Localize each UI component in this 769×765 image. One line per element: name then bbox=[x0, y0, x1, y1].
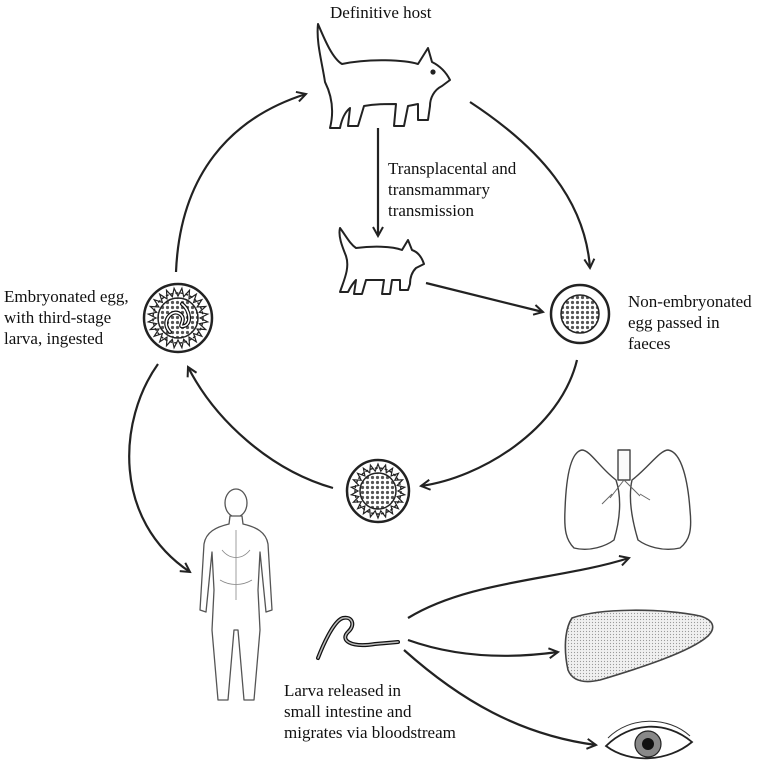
label-non-embryonated-line-3: faeces bbox=[628, 334, 671, 353]
arrow-larva-to-eye bbox=[403, 649, 596, 745]
larva-icon bbox=[316, 615, 400, 660]
label-larva: Larva released in small intestine and mi… bbox=[284, 680, 456, 743]
arrow-puppy-to-egg bbox=[425, 281, 543, 312]
arrow-embryonated-to-host bbox=[174, 94, 306, 273]
label-definitive-host: Definitive host bbox=[330, 3, 432, 22]
arrow-faeces-to-developing bbox=[421, 359, 579, 486]
label-transmission-line-3: transmission bbox=[388, 201, 474, 220]
human-figure-icon bbox=[199, 488, 273, 701]
label-non-embryonated-line-2: egg passed in bbox=[628, 313, 720, 332]
label-larva-line-2: small intestine and bbox=[284, 702, 412, 721]
arrow-larva-to-liver bbox=[407, 638, 558, 656]
label-transmission: Transplacental and transmammary transmis… bbox=[388, 158, 516, 221]
label-embryonated-line-3: larva, ingested bbox=[4, 329, 104, 348]
embryonated-egg-icon bbox=[142, 282, 214, 354]
label-embryonated-line-1: Embryonated egg, bbox=[4, 287, 129, 306]
label-transmission-line-1: Transplacental and bbox=[388, 159, 517, 178]
developing-egg-shell-spikes bbox=[349, 462, 407, 520]
arrow-developing-to-embryonated bbox=[188, 367, 334, 490]
label-larva-line-1: Larva released in bbox=[284, 681, 402, 700]
puppy-icon bbox=[338, 227, 425, 295]
developing-egg-shell-spikes-path bbox=[349, 462, 407, 520]
embryonated-egg-shell-spikes bbox=[146, 286, 210, 350]
adult-dog-icon bbox=[316, 23, 451, 129]
liver-icon bbox=[564, 609, 714, 683]
label-non-embryonated-line-1: Non-embryonated bbox=[628, 292, 752, 311]
arrow-egg-to-human bbox=[128, 363, 190, 572]
label-transmission-line-2: transmammary bbox=[388, 180, 490, 199]
label-embryonated-line-2: with third-stage bbox=[4, 308, 112, 327]
label-embryonated: Embryonated egg, with third-stage larva,… bbox=[4, 286, 129, 349]
developing-egg-icon bbox=[345, 458, 411, 524]
eye-icon bbox=[604, 720, 694, 760]
arrow-larva-to-lungs bbox=[407, 558, 629, 619]
embryonated-egg-shell-spikes-path bbox=[146, 286, 210, 350]
label-larva-line-3: migrates via bloodstream bbox=[284, 723, 456, 742]
label-non-embryonated: Non-embryonated egg passed in faeces bbox=[628, 291, 752, 354]
non-embryonated-egg-icon bbox=[549, 283, 611, 345]
arrow-host-to-faeces bbox=[469, 101, 590, 268]
lungs-icon bbox=[564, 449, 692, 550]
